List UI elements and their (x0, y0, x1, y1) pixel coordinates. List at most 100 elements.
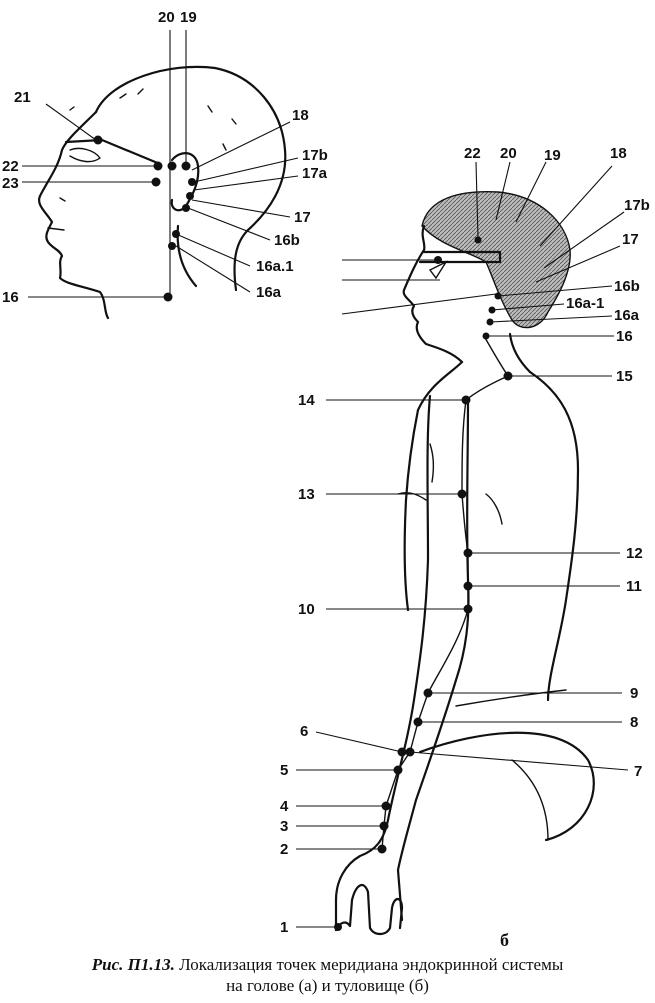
arm-front (334, 394, 432, 932)
caption-text-1: Локализация точек меридиана эндокринной … (174, 955, 564, 974)
figure-caption: Рис. П1.13. Локализация точек меридиана … (0, 954, 655, 996)
body-point-16 (482, 332, 490, 340)
hip-contour (418, 731, 595, 842)
head-label-21: 21 (14, 89, 31, 106)
body-sublabel: б (500, 930, 509, 950)
body-label-9: 9 (630, 685, 638, 702)
head-point-21 (93, 135, 103, 145)
head-label-16a: 16a (256, 284, 282, 301)
body-point-6 (397, 747, 407, 757)
head-label-23: 23 (2, 175, 19, 192)
body-label-15: 15 (616, 368, 633, 385)
body-label-6: 6 (300, 723, 308, 740)
eye-mark (428, 260, 448, 280)
body-neck-back (508, 332, 532, 374)
front-contour (403, 360, 464, 612)
face-profile (38, 110, 110, 320)
body-point-3 (379, 821, 389, 831)
body-label-16b: 16b (614, 278, 640, 295)
head-label-17: 17 (294, 209, 311, 226)
head-point-19 (181, 161, 191, 171)
hair-marks (59, 88, 237, 202)
hair-region (421, 191, 571, 329)
body-label-16a: 16a (614, 307, 640, 324)
head-point-17a (186, 192, 194, 200)
head-label-18: 18 (292, 107, 309, 124)
head-label-17a: 17a (302, 165, 328, 182)
body-face-profile (402, 224, 464, 364)
head-point-16b (182, 204, 190, 212)
body-label-17b: 17b (624, 197, 650, 214)
head-point-22 (153, 161, 163, 171)
body-label-3: 3 (280, 818, 288, 835)
head-label-16a1: 16a.1 (256, 258, 294, 275)
body-label-12: 12 (626, 545, 643, 562)
body-view: 22 20 19 18 17b 17 16b 16a-1 16a 16 15 1… (280, 145, 650, 950)
body-point-12 (463, 548, 473, 558)
body-point-1 (334, 923, 342, 931)
body-label-8: 8 (630, 714, 638, 731)
head-point-17b (188, 178, 196, 186)
arm-back (396, 398, 470, 922)
head-point-16 (163, 292, 173, 302)
body-label-16a-1: 16a-1 (566, 295, 604, 312)
ear (170, 152, 200, 212)
body-point-22 (474, 236, 482, 244)
head-point-20 (167, 161, 177, 171)
body-point-7 (405, 747, 415, 757)
head-label-22: 22 (2, 158, 19, 175)
body-label-14: 14 (298, 392, 315, 409)
body-point-9 (423, 688, 433, 698)
body-point-16b (494, 292, 502, 300)
head-label-16b: 16b (274, 232, 300, 249)
body-label-2: 2 (280, 841, 288, 858)
back-contour (528, 370, 580, 702)
body-label-11: 11 (626, 578, 642, 595)
body-point-13 (457, 489, 467, 499)
body-point-16a (486, 318, 494, 326)
armpit-mark (485, 493, 503, 525)
body-label-7: 7 (634, 763, 642, 780)
buttock-line (511, 759, 549, 841)
head-label-17b: 17b (302, 147, 328, 164)
head-label-19: 19 (180, 9, 197, 26)
body-label-16: 16 (616, 328, 633, 345)
body-label-18: 18 (610, 145, 627, 162)
head-outline (94, 65, 287, 292)
body-point-10 (463, 604, 473, 614)
body-label-4: 4 (280, 798, 289, 815)
body-point-5 (393, 765, 403, 775)
body-label-10: 10 (298, 601, 315, 618)
eye (69, 147, 101, 163)
head-point-16a (168, 242, 176, 250)
waist-line (455, 689, 567, 707)
body-label-5: 5 (280, 762, 288, 779)
body-point-4 (381, 801, 391, 811)
caption-figure-ref: Рис. П1.13. (91, 955, 175, 974)
neck-back (176, 224, 198, 288)
body-label-22: 22 (464, 145, 481, 162)
head-view: 20 19 21 18 22 17b 23 17a 17 16b 16a.1 1… (2, 9, 328, 320)
body-point-2 (377, 844, 387, 854)
body-point-11 (463, 581, 473, 591)
body-point-15 (503, 371, 513, 381)
body-point-14 (461, 395, 471, 405)
glasses-bar (418, 250, 502, 264)
head-point-16a1 (172, 230, 180, 238)
body-label-13: 13 (298, 486, 315, 503)
body-label-17: 17 (622, 231, 639, 248)
body-label-20: 20 (500, 145, 517, 162)
body-point-16a-1 (488, 306, 496, 314)
body-point-eye (434, 256, 442, 264)
body-label-1: 1 (280, 919, 288, 936)
body-label-19: 19 (544, 147, 561, 164)
hand (334, 883, 404, 936)
head-label-20: 20 (158, 9, 175, 26)
body-point-8 (413, 717, 423, 727)
head-point-23 (151, 177, 161, 187)
head-label-16: 16 (2, 289, 19, 306)
caption-line-2: на голове (а) и туловище (б) (226, 976, 429, 995)
mouth (47, 227, 65, 231)
caption-line-1: Рис. П1.13. Локализация точек меридиана … (0, 954, 655, 975)
